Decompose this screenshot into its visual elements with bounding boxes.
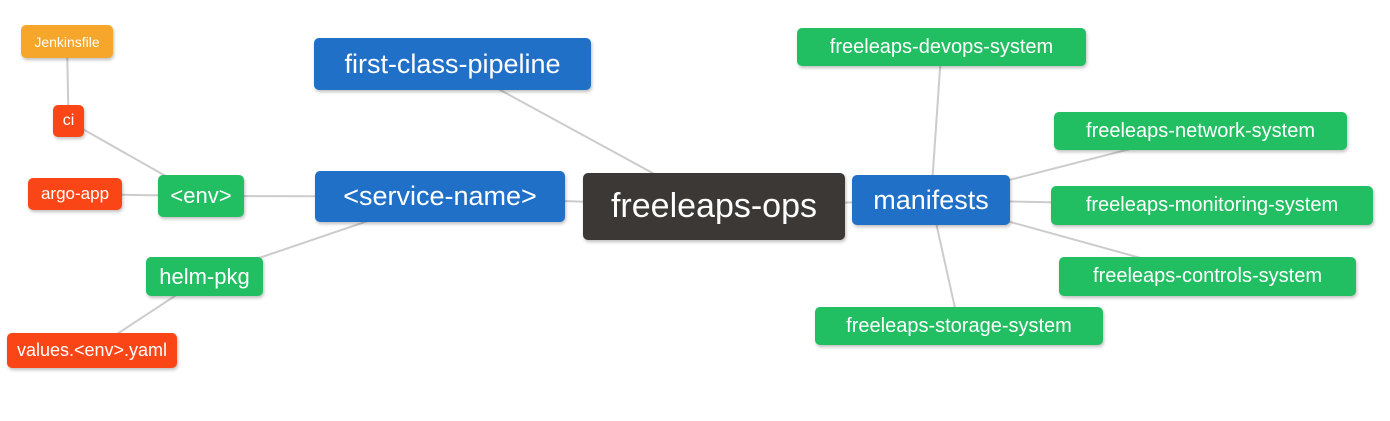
node-service-name[interactable]: <service-name> <box>315 171 565 222</box>
node-label: freeleaps-storage-system <box>846 314 1072 337</box>
edge-manifests-freeleaps-devops-system <box>930 46 943 201</box>
node-first-class-pipeline[interactable]: first-class-pipeline <box>314 38 591 90</box>
node-freeleaps-controls-system[interactable]: freeleaps-controls-system <box>1059 257 1356 296</box>
node-label: manifests <box>873 184 989 215</box>
node-manifests[interactable]: manifests <box>852 175 1010 225</box>
node-label: freeleaps-monitoring-system <box>1085 194 1339 216</box>
node-label: freeleaps-controls-system <box>1093 265 1322 287</box>
node-freeleaps-network-system[interactable]: freeleaps-network-system <box>1054 112 1347 150</box>
node-label: <env> <box>170 183 232 208</box>
node-argo-app[interactable]: argo-app <box>28 178 122 210</box>
node-label: helm-pkg <box>159 263 250 289</box>
node-env[interactable]: <env> <box>158 175 244 217</box>
node-label: <service-name> <box>343 181 537 211</box>
node-freeleaps-devops-system[interactable]: freeleaps-devops-system <box>797 28 1086 66</box>
node-values-env-yaml[interactable]: values.<env>.yaml <box>7 333 177 368</box>
node-freeleaps-ops[interactable]: freeleaps-ops <box>583 173 845 240</box>
node-label: freeleaps-ops <box>610 187 817 225</box>
node-freeleaps-storage-system[interactable]: freeleaps-storage-system <box>815 307 1103 345</box>
node-label: values.<env>.yaml <box>16 340 168 360</box>
node-freeleaps-monitoring-system[interactable]: freeleaps-monitoring-system <box>1051 186 1373 225</box>
node-jenkinsfile[interactable]: Jenkinsfile <box>21 25 113 58</box>
node-label: freeleaps-devops-system <box>829 35 1054 58</box>
node-label: Jenkinsfile <box>34 33 100 50</box>
node-label: freeleaps-network-system <box>1086 119 1315 142</box>
node-helm-pkg[interactable]: helm-pkg <box>146 257 263 296</box>
node-ci[interactable]: ci <box>53 105 84 137</box>
node-label: ci <box>62 112 75 129</box>
node-label: first-class-pipeline <box>344 48 561 79</box>
node-label: argo-app <box>40 184 110 203</box>
